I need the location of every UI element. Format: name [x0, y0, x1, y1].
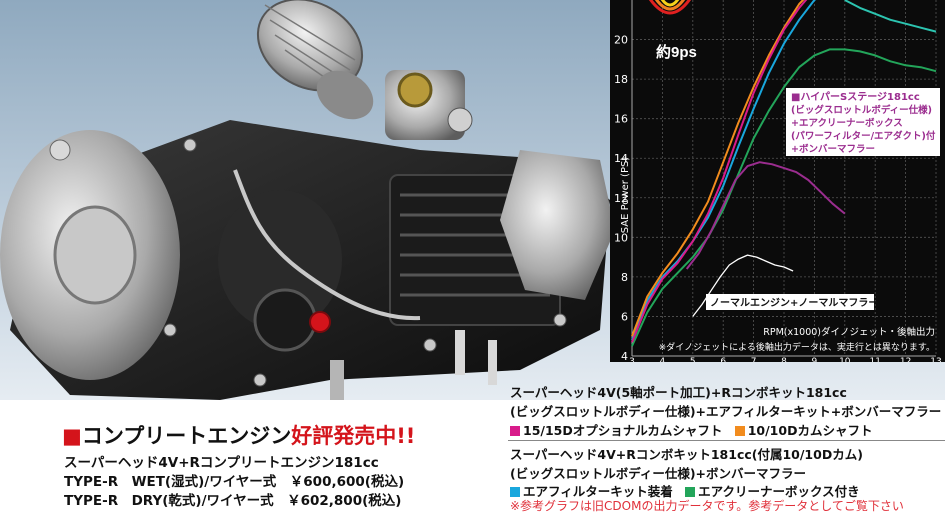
y-axis-label: SAE Power (PS) [620, 157, 631, 234]
annotation-hyper-line: (パワーフィルター/エアダクト)付 [791, 130, 936, 142]
annotation-hyper-line: +エアクリーナーボックス [791, 117, 903, 129]
spec-line: TYPE-R DRY(乾式)/ワイヤー式 ￥602,800(税込) [64, 493, 402, 509]
x-tick-label: 12 [900, 357, 911, 362]
x-tick-label: 3 [629, 357, 635, 362]
y-tick-label: 14 [614, 152, 628, 165]
legend-block-1-line: (ビッグスロットルボディー仕様)+エアフィルターキット+ボンバーマフラー [510, 404, 942, 419]
series-line-teal [844, 0, 937, 33]
legend-item: エアフィルターキット装着 [523, 484, 673, 499]
legend-block-1-line: スーパーヘッド4V(5軸ポート加工)+Rコンボキット181cc [510, 385, 847, 400]
series-line-orange [631, 0, 805, 337]
annotation-hyper-box [786, 88, 940, 156]
x-tick-label: 4 [660, 357, 666, 362]
gain-badge: 約9ps [656, 43, 697, 61]
legend-block-1-items: 15/15Dオプショナルカムシャフト 10/10Dカムシャフト [510, 420, 872, 439]
x-axis-label: RPM(x1000)ダイノジェット・後軸出力 [763, 326, 935, 338]
y-tick-label: 12 [614, 192, 628, 205]
y-tick-label: 18 [614, 73, 628, 86]
chart-series [631, 0, 937, 347]
swatch-green-icon [685, 487, 696, 497]
y-tick-label: 20 [614, 34, 628, 47]
y-tick-label: 10 [614, 231, 628, 244]
gain-arrows-icon [649, 0, 691, 15]
legend-item: 15/15Dオプショナルカムシャフト [523, 423, 723, 438]
annotation-hyper: ■ハイパーSステージ181cc (ビッグスロットルボディー仕様) +エアクリーナ… [786, 88, 940, 156]
legend-divider [508, 440, 945, 441]
x-tick-label: 5 [690, 357, 696, 362]
series-line-magenta [631, 0, 808, 343]
series-line-green [631, 48, 937, 347]
swatch-orange-icon [734, 426, 745, 436]
y-tick-label: 16 [614, 113, 628, 126]
swatch-blue-icon [510, 487, 520, 497]
annotation-hyper-line: ■ハイパーSステージ181cc [791, 91, 920, 103]
y-tick-label: 8 [621, 271, 628, 284]
x-tick-label: 7 [751, 357, 757, 362]
annotation-normal-box [706, 294, 874, 310]
annotation-hyper-line: (ビッグスロットルボディー仕様) [791, 104, 932, 116]
heading-main: コンプリートエンジン [81, 424, 292, 448]
x-tick-label: 8 [781, 357, 787, 362]
legend-block-2-items: エアフィルターキット装着 エアクリーナーボックス付き [510, 481, 860, 500]
legend-item: エアクリーナーボックス付き [698, 484, 860, 499]
complete-engine-heading: ■コンプリートエンジン好評発売中!! [62, 420, 415, 450]
x-tick-label: 6 [720, 357, 726, 362]
spec-line: TYPE-R WET(湿式)/ワイヤー式 ￥600,600(税込) [64, 474, 405, 490]
x-tick-label: 13 [930, 357, 941, 362]
x-tick-label: 11 [869, 357, 880, 362]
red-square-icon: ■ [62, 424, 82, 448]
series-line-normal [692, 254, 794, 317]
swatch-magenta-icon [510, 426, 520, 436]
series-line-hyper [685, 161, 846, 270]
y-tick-label: 4 [621, 350, 628, 362]
series-line-blue [631, 0, 817, 341]
legend-block-2-line: (ビッグスロットルボディー仕様)+ボンバーマフラー [510, 466, 807, 481]
x-tick-label: 9 [812, 357, 818, 362]
x-tick-label: 10 [839, 357, 851, 362]
chart-note: ※ダイノジェットによる後軸出力データは、実走行とは異なります。 [659, 341, 935, 353]
legend-block-2-line: スーパーヘッド4V+Rコンボキット181cc(付属10/10Dカム) [510, 447, 863, 462]
heading-highlight: 好評発売中!! [291, 424, 416, 448]
reference-note: ※参考グラフは旧CDOMの出力データです。参考データとしてご覧下さい [510, 499, 904, 513]
y-tick-label: 6 [621, 310, 628, 323]
annotation-normal: ノーマルエンジン+ノーマルマフラー [706, 294, 878, 310]
legend-item: 10/10Dカムシャフト [747, 423, 873, 438]
annotation-normal-text: ノーマルエンジン+ノーマルマフラー [710, 297, 878, 309]
spec-line: スーパーヘッド4V+Rコンプリートエンジン181cc [64, 455, 379, 471]
annotation-hyper-line: +ボンバーマフラー [791, 143, 875, 155]
